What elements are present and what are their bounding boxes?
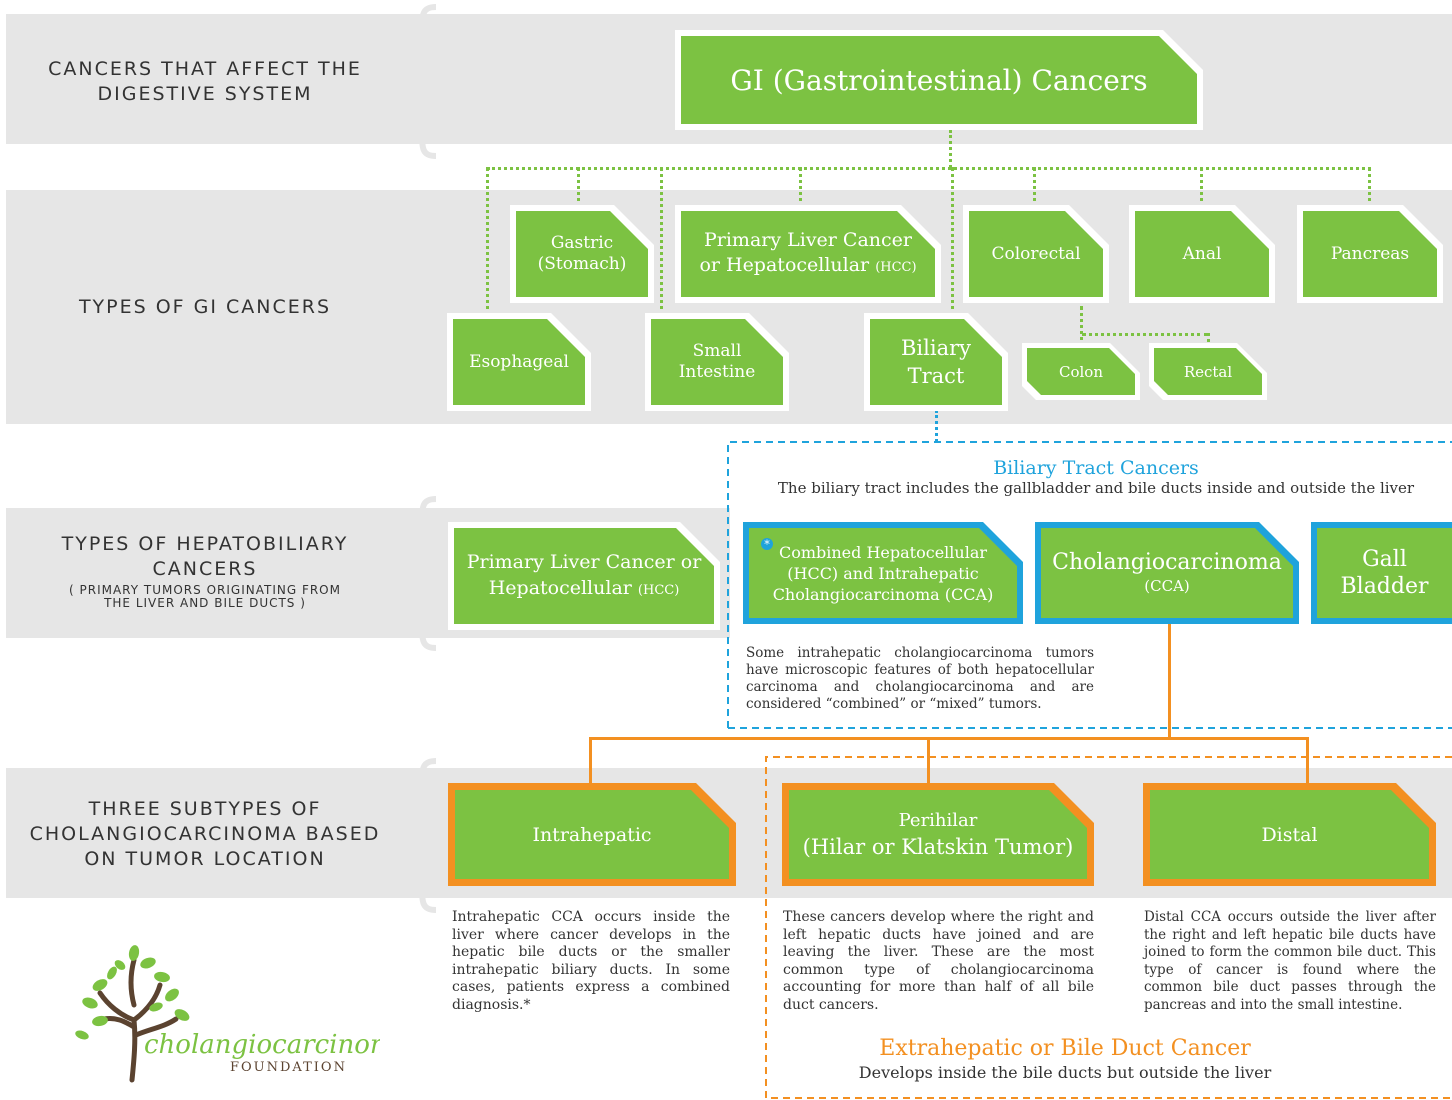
hepato-plc-text: Primary Liver Cancer or Hepatocellular: [466, 550, 702, 599]
hepato-plc-box: Primary Liver Cancer or Hepatocellular (…: [454, 528, 714, 624]
primary-liver-text: Primary Liver Cancer or Hepatocellular: [699, 229, 912, 276]
anal-label: Anal: [1182, 244, 1222, 264]
hcc-abbr: (HCC): [637, 582, 680, 598]
biliary-section-title: Biliary Tract Cancers: [993, 457, 1199, 479]
rectal-label: Rectal: [1183, 362, 1233, 381]
foundation-logo: cholangiocarcinoma FOUNDATION: [75, 945, 380, 1083]
cca-label: Cholangiocarcinoma: [1052, 550, 1282, 575]
brace-icon: [403, 4, 437, 159]
row-label-subtypes: THREE SUBTYPES OF CHOLANGIOCARCINOMA BAS…: [5, 797, 405, 872]
connector-line: [1200, 167, 1203, 209]
connector-line: [949, 130, 952, 168]
biliary-region-border: [727, 441, 1452, 729]
connector-line: [1368, 167, 1371, 209]
connector-line: [799, 167, 802, 209]
logo-org-text: FOUNDATION: [230, 1060, 347, 1075]
connector-line: [660, 167, 663, 317]
distal-description: Distal CCA occurs outside the liver afte…: [1144, 909, 1436, 1013]
row-label-hepatobiliary-sub: ( PRIMARY TUMORS ORIGINATING FROM THE LI…: [69, 583, 341, 610]
logo-name-text: cholangiocarcinoma: [144, 1030, 380, 1060]
connector-line: [1033, 167, 1036, 209]
row-label-hepatobiliary-text: TYPES OF HEPATOBILIARY CANCERS: [61, 533, 349, 580]
biliary-tract-label: Biliary Tract: [900, 336, 971, 388]
esophageal-label: Esophageal: [469, 352, 569, 372]
asterisk-icon: *: [761, 538, 773, 550]
biliary-section-subtitle: The biliary tract includes the gallbladd…: [777, 479, 1415, 497]
combined-label: Combined Hepatocellular (HCC) and Intrah…: [772, 542, 994, 604]
colon-label: Colon: [1059, 362, 1103, 381]
brace-icon: [403, 496, 437, 651]
intrahepatic-box: Intrahepatic: [455, 790, 729, 879]
colorectal-label: Colorectal: [991, 244, 1081, 264]
row-label-gi-types-text: TYPES OF GI CANCERS: [78, 296, 332, 318]
primary-liver-box: Primary Liver Cancer or Hepatocellular (…: [681, 211, 935, 297]
connector-line: [1306, 737, 1309, 787]
hepato-plc-label: Primary Liver Cancer or Hepatocellular (…: [466, 549, 702, 604]
gi-cancers-label: GI (Gastrointestinal) Cancers: [730, 63, 1148, 97]
connector-line: [577, 167, 580, 209]
perihilar-label: Perihilar: [898, 809, 978, 831]
connector-line: [589, 737, 1309, 740]
cca-abbr: (CCA): [1144, 577, 1190, 595]
connector-line: [951, 167, 954, 317]
connector-line: [486, 167, 489, 317]
connector-line: [1207, 333, 1210, 348]
extrahepatic-title: Extrahepatic or Bile Duct Cancer: [879, 1036, 1251, 1061]
connector-line: [1080, 306, 1083, 348]
perihilar-box: Perihilar (Hilar or Klatskin Tumor): [789, 790, 1087, 879]
row-label-gi-types: TYPES OF GI CANCERS: [5, 295, 405, 320]
brace-icon: [403, 226, 437, 381]
combined-box: * Combined Hepatocellular (HCC) and Intr…: [749, 528, 1017, 618]
perihilar-sub-label: (Hilar or Klatskin Tumor): [802, 834, 1074, 859]
extrahepatic-subtitle: Develops inside the bile ducts but outsi…: [858, 1063, 1272, 1082]
small-intestine-label: Small Intestine: [678, 341, 756, 382]
row-label-hepatobiliary: TYPES OF HEPATOBILIARY CANCERS ( PRIMARY…: [5, 532, 405, 610]
brace-icon: [403, 758, 437, 913]
connector-line: [927, 737, 930, 787]
connector-line: [487, 167, 1371, 170]
distal-label: Distal: [1261, 823, 1318, 846]
hcc-abbr: (HCC): [875, 260, 917, 275]
gastric-label: Gastric (Stomach): [537, 233, 627, 274]
row-label-digestive-text: CANCERS THAT AFFECT THE DIGESTIVE SYSTEM: [48, 58, 362, 105]
row-label-subtypes-text: THREE SUBTYPES OF CHOLANGIOCARCINOMA BAS…: [29, 798, 381, 870]
combined-note: Some intrahepatic cholangiocarcinoma tum…: [746, 645, 1094, 712]
intrahepatic-label: Intrahepatic: [532, 823, 652, 846]
gi-cancers-box: GI (Gastrointestinal) Cancers: [681, 36, 1197, 124]
cca-box: Cholangiocarcinoma (CCA): [1041, 528, 1293, 618]
connector-line: [935, 410, 938, 442]
row-label-digestive: CANCERS THAT AFFECT THE DIGESTIVE SYSTEM: [5, 57, 405, 107]
perihilar-description: These cancers develop where the right an…: [783, 909, 1094, 1013]
connector-line: [1082, 333, 1208, 336]
primary-liver-label: Primary Liver Cancer or Hepatocellular (…: [693, 228, 923, 280]
distal-box: Distal: [1150, 790, 1429, 879]
gall-bladder-label: Gall Bladder: [1340, 547, 1429, 599]
connector-line: [589, 737, 592, 787]
pancreas-label: Pancreas: [1330, 244, 1410, 264]
intrahepatic-description: Intrahepatic CCA occurs inside the liver…: [452, 909, 730, 1013]
extrahepatic-region-border: [765, 756, 1452, 1099]
gall-bladder-box: Gall Bladder: [1317, 528, 1452, 618]
connector-line: [1168, 624, 1171, 739]
